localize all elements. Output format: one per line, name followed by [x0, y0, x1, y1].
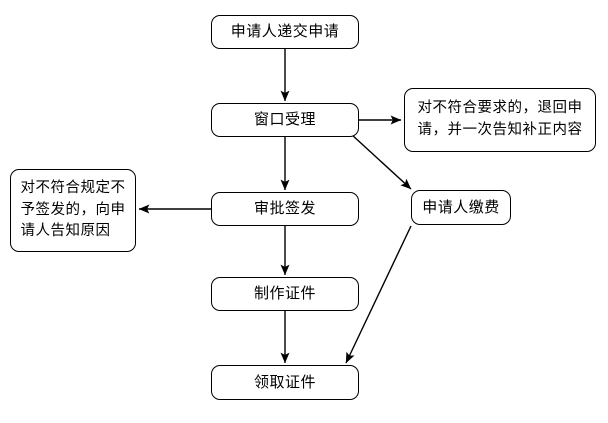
edge-window-to-payment [350, 133, 412, 190]
node-label: 窗口受理 [253, 111, 316, 129]
node-label: 对不符合要求的，退回申 请，并一次告知补正内容 [417, 100, 583, 138]
node-label: 审批签发 [253, 200, 316, 218]
node-label: 对不符合规定不 予签发的，向申 请人告知原因 [20, 179, 126, 240]
node-reject-reason-notice[interactable]: 对不符合规定不 予签发的，向申 请人告知原因 [10, 169, 136, 252]
node-label: 领取证件 [253, 373, 316, 391]
node-label: 申请人递交申请 [230, 23, 340, 41]
node-approval-and-issuance[interactable]: 审批签发 [211, 192, 359, 226]
node-applicant-submit-application[interactable]: 申请人递交申请 [211, 15, 359, 49]
node-return-application-notice[interactable]: 对不符合要求的，退回申 请，并一次告知补正内容 [404, 88, 596, 152]
node-applicant-payment[interactable]: 申请人缴费 [411, 190, 511, 225]
node-window-acceptance[interactable]: 窗口受理 [211, 103, 359, 137]
node-produce-certificate[interactable]: 制作证件 [211, 277, 359, 311]
node-label: 制作证件 [253, 285, 316, 303]
node-label: 申请人缴费 [422, 198, 500, 216]
node-collect-certificate[interactable]: 领取证件 [211, 365, 359, 400]
